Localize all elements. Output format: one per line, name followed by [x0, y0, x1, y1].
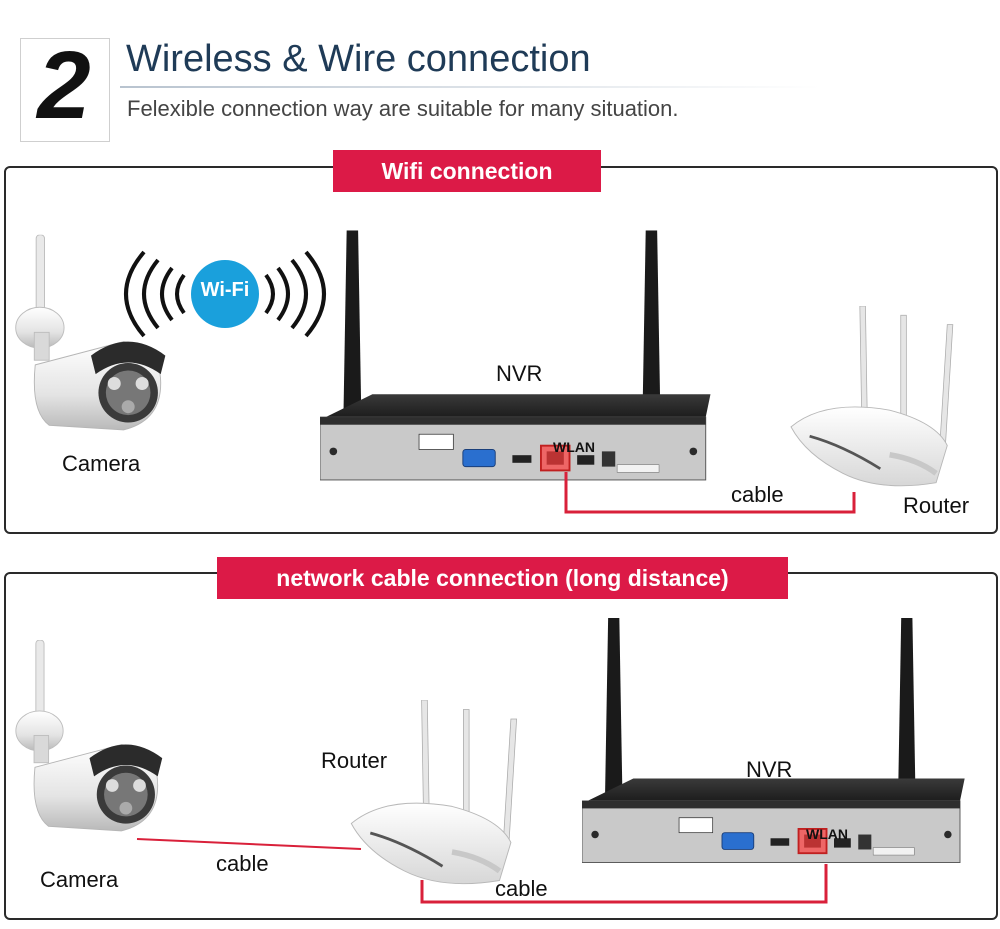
nvr-image — [320, 230, 720, 488]
wifi-signal-icon — [124, 250, 326, 338]
wifi-badge-label: Wi-Fi — [200, 279, 250, 301]
camera-label: Camera — [62, 451, 141, 476]
page-title: Wireless & Wire connection — [126, 38, 591, 80]
nvr-image — [582, 618, 974, 870]
cable-line — [420, 864, 828, 904]
nvr-label: NVR — [746, 757, 793, 782]
cable-line — [136, 838, 362, 850]
step-number-box — [20, 38, 110, 142]
router-image — [778, 306, 964, 492]
network-cable-banner: network cable connection (long distance) — [217, 557, 788, 599]
cable-label: cable — [216, 851, 269, 876]
cable-label: cable — [495, 876, 548, 901]
title-underline — [120, 86, 820, 88]
cable-line — [564, 472, 856, 514]
camera-label: Camera — [40, 867, 119, 892]
page-subtitle: Felexible connection way are suitable fo… — [127, 96, 679, 121]
cable-label: cable — [731, 482, 784, 507]
wlan-port-label: WLAN — [806, 826, 848, 842]
nvr-label: NVR — [496, 361, 543, 386]
router-label: Router — [321, 748, 388, 773]
wireless-camera-image — [12, 640, 167, 840]
wifi-connection-banner: Wifi connection — [333, 150, 601, 192]
router-label: Router — [903, 493, 970, 518]
wlan-port-label: WLAN — [553, 439, 595, 455]
step-number: 2 — [37, 32, 91, 139]
